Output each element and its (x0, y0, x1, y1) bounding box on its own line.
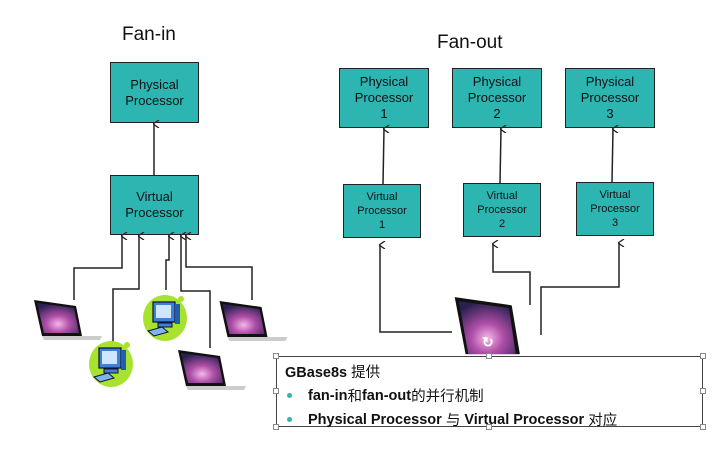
bullet-item-2: Physical Processor 与 Virtual Processor 对… (285, 409, 694, 430)
arrow-client-5 (186, 236, 253, 300)
fan-out-physical-processor-1: Physical Processor 1 (339, 68, 429, 128)
bullet2-with: 与 (445, 413, 461, 429)
bullet1-rest: 的并行机制 (411, 389, 484, 405)
laptop-icon-fan-out (454, 297, 520, 355)
arrow-client-1 (73, 236, 122, 300)
fan-in-physical-processor: Physical Processor (110, 62, 199, 123)
fan-out-virtual-processor-3: Virtual Processor 3 (576, 182, 654, 236)
fan-out-physical-processor-3: Physical Processor 3 (565, 68, 655, 128)
textbox-heading: GBase8s 提供 (285, 361, 694, 382)
arrow-v2-p2 (499, 129, 501, 184)
bullet2-physical: Physical Processor (308, 411, 446, 428)
arrow-laptop-v1 (380, 245, 452, 333)
arrow-v1-p1 (382, 129, 384, 185)
arrow-client-2 (112, 236, 139, 345)
resize-handle-bm[interactable] (486, 424, 492, 430)
bullet-dot-icon (287, 417, 292, 422)
resize-handle-tr[interactable] (700, 353, 706, 359)
desktop-computer-icon-2 (143, 295, 187, 341)
arrow-laptop-v2 (493, 244, 531, 305)
fan-out-physical-processor-2: Physical Processor 2 (452, 68, 542, 128)
bullet2-rest: 对应 (588, 413, 618, 429)
resize-handle-bl[interactable] (273, 424, 279, 430)
arrow-laptop-v3 (540, 243, 619, 335)
bullet2-virtual: Virtual Processor (460, 411, 589, 428)
resize-handle-tl[interactable] (273, 353, 279, 359)
bullet1-fan-out: fan-out (361, 387, 412, 404)
resize-handle-tm[interactable] (486, 353, 492, 359)
laptop-icon-2 (219, 301, 288, 341)
bullet-dot-icon (287, 393, 292, 398)
fan-out-virtual-processor-1: Virtual Processor 1 (343, 184, 421, 238)
resize-handle-ml[interactable] (273, 388, 279, 394)
fan-out-virtual-processor-2: Virtual Processor 2 (463, 183, 541, 237)
desktop-computer-icon-1 (89, 341, 133, 387)
bullet1-fan-in: fan-in (308, 387, 348, 404)
heading-cn: 提供 (351, 365, 381, 381)
laptop-icon-3 (178, 350, 246, 390)
resize-handle-br[interactable] (700, 424, 706, 430)
rotate-handle-icon[interactable]: ↻ (482, 334, 494, 350)
fan-out-title: Fan-out (437, 32, 503, 53)
resize-handle-mr[interactable] (700, 388, 706, 394)
bullet1-and: 和 (347, 389, 362, 405)
fan-in-virtual-processor: Virtual Processor (110, 175, 199, 235)
arrow-client-3 (165, 236, 169, 290)
laptop-icon-1 (34, 300, 102, 340)
arrow-client-4 (181, 236, 211, 348)
heading-en: GBase8s (285, 365, 352, 381)
arrow-v3-p3 (611, 129, 613, 183)
fan-in-title: Fan-in (122, 24, 176, 45)
